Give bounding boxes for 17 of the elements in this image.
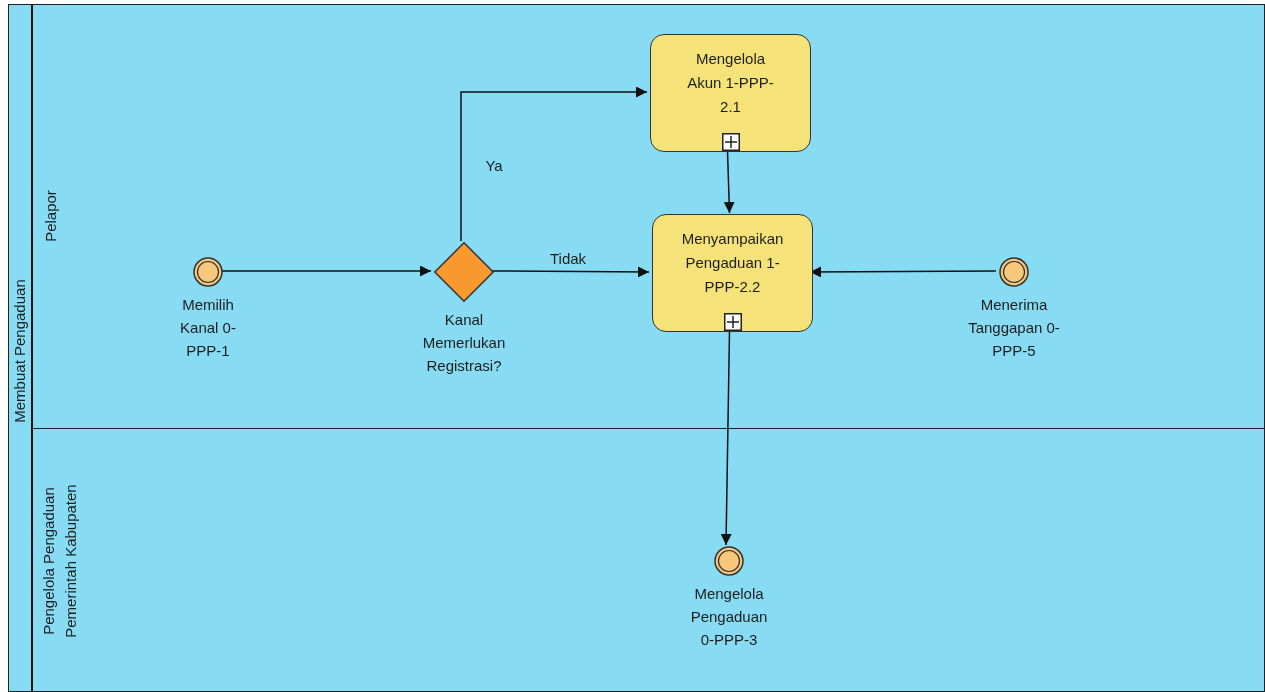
event-caption: Mengelola Pengaduan 0-PPP-3 — [689, 584, 769, 650]
sequence-arrow — [490, 266, 650, 278]
subprocess-task — [652, 214, 813, 332]
sequence-arrow — [720, 330, 732, 546]
event-caption: Menerima Tanggapan 0-PPP-5 — [968, 295, 1060, 361]
lane-label: Membuat Pengaduan — [10, 278, 29, 425]
event-caption: Memilih Kanal 0-PPP-1 — [179, 295, 237, 361]
subprocess-task — [650, 34, 811, 152]
sequence-arrow — [460, 86, 648, 242]
task-label: Mengelola Akun 1-PPP-2.1 — [686, 49, 775, 117]
pool — [8, 4, 1265, 692]
task-label: Menyampaikan Pengaduan 1-PPP-2.2 — [680, 229, 785, 297]
sequence-arrow — [723, 150, 735, 214]
lane-label: Pengelola Pengaduan Pemerintah Kabupaten — [39, 483, 80, 640]
lane-label: Pelapor — [41, 189, 60, 244]
swimlane — [31, 5, 1265, 429]
event-caption: Kanal Memerlukan Registrasi? — [421, 310, 507, 376]
